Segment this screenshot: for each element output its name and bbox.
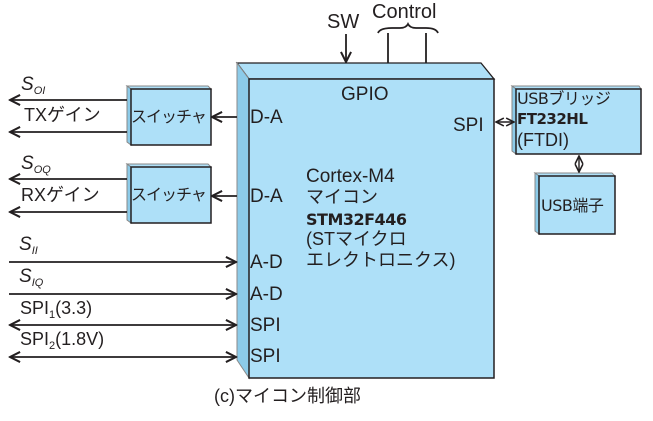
port-spi-2: SPI [250, 346, 281, 367]
usb-connector-label: USB端子 [541, 196, 604, 215]
spi1-label: SPI1(3.3) [20, 298, 93, 321]
figure-caption: (c)マイコン制御部 [214, 386, 361, 406]
switch-2-label: スイッチャ [131, 185, 207, 204]
mcu-front-face [248, 78, 495, 379]
sw-label: SW [327, 11, 360, 33]
mcu-side-face [236, 61, 250, 380]
mcu-maker-line2: エレクトロニクス) [306, 250, 456, 270]
mcu-top-face [235, 62, 496, 80]
switch-block-1 [125, 85, 213, 146]
control-brace [377, 21, 439, 34]
spi2-label: SPI2(1.8V) [20, 329, 105, 352]
mcu-part-number: STM32F446 [306, 210, 407, 229]
usb-bridge-title: USBブリッジ [517, 89, 611, 108]
port-da-2: D-A [250, 186, 283, 207]
port-ad-2: A-D [250, 284, 283, 305]
rx-gain-label: RXゲイン [21, 185, 100, 205]
usb-bridge-block [510, 85, 642, 155]
port-spi-right: SPI [453, 115, 484, 136]
soq-label: SOQ [21, 153, 51, 176]
port-da-1: D-A [250, 107, 283, 128]
usb-bridge-maker: (FTDI) [517, 130, 569, 150]
mcu-core: Cortex-M4 [306, 166, 395, 187]
sii-label: SII [19, 234, 38, 257]
control-label: Control [372, 1, 437, 23]
soi-label: SOI [21, 74, 46, 97]
mcu-type: マイコン [306, 187, 378, 207]
gpio-label: GPIO [341, 84, 389, 105]
usb-bridge-part: FT232HL [517, 110, 588, 128]
mcu-maker-line1: (STマイクロ [306, 229, 407, 249]
siq-label: SIQ [19, 266, 44, 289]
switch-block-2 [125, 163, 213, 224]
port-ad-1: A-D [250, 252, 283, 273]
switch-1-label: スイッチャ [131, 107, 207, 126]
port-spi-1: SPI [250, 315, 281, 336]
usb-connector-block [533, 172, 617, 235]
tx-gain-label: TXゲイン [24, 105, 101, 125]
